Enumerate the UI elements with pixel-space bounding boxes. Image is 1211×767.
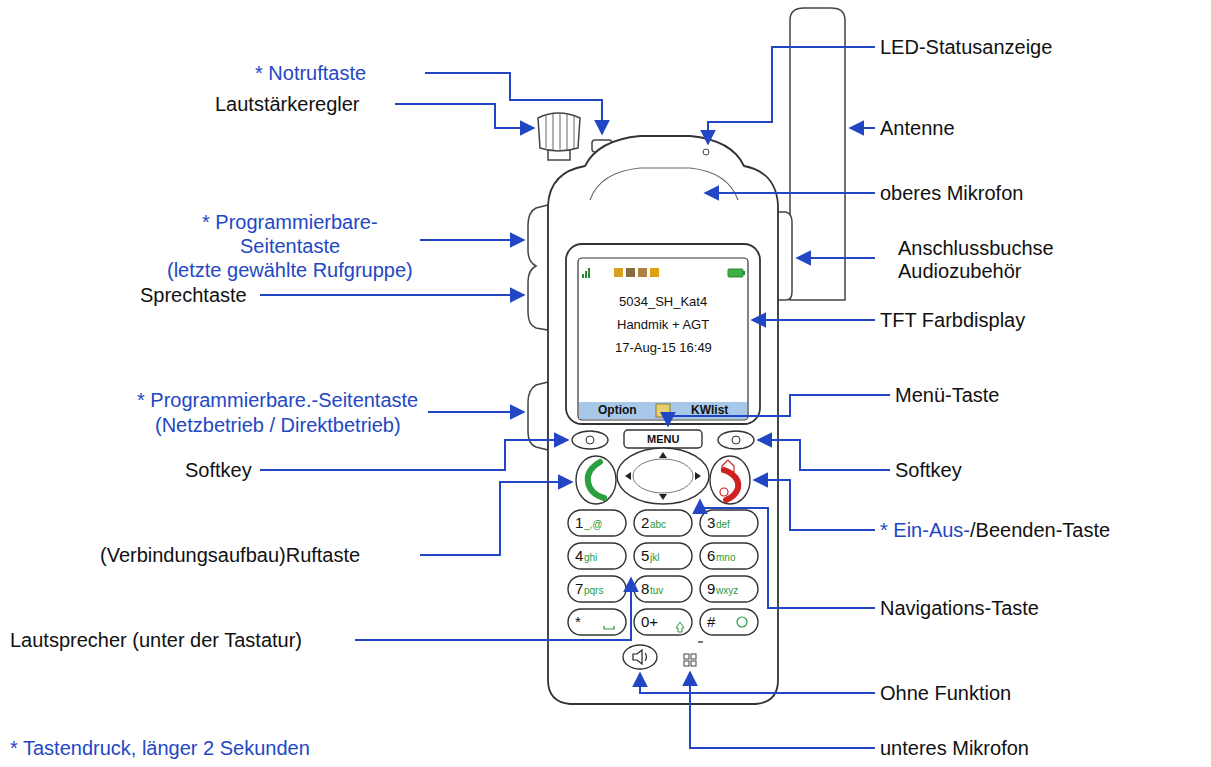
softkey-left bbox=[572, 431, 608, 449]
keypad-key bbox=[568, 543, 626, 569]
home-symbol bbox=[722, 460, 734, 472]
callout-label: Softkey bbox=[895, 459, 962, 482]
softkey-right-dot bbox=[732, 436, 740, 444]
key-label: abc bbox=[650, 519, 666, 531]
top-microphone bbox=[590, 168, 738, 200]
keypad-key bbox=[700, 609, 758, 635]
callout-label: * Programmierbare- bbox=[202, 211, 378, 234]
screen-text: MENU bbox=[647, 433, 679, 446]
softkey-left-dot bbox=[586, 436, 594, 444]
radio-housing bbox=[548, 136, 778, 704]
callout-label: Audiozubehör bbox=[898, 260, 1021, 283]
speaker-key bbox=[623, 645, 657, 669]
callout-label: Navigations-Taste bbox=[880, 597, 1039, 620]
callout-label: Ohne Funktion bbox=[880, 682, 1011, 705]
key-label: 0+ bbox=[641, 613, 658, 630]
keypad-key bbox=[568, 510, 626, 536]
key-label: 2 bbox=[641, 514, 649, 531]
keypad-key bbox=[634, 510, 692, 536]
callout-label: unteres Mikrofon bbox=[880, 737, 1029, 760]
softkey-right bbox=[718, 431, 754, 449]
callout-label: * Notruftaste bbox=[255, 62, 366, 85]
keypad-key bbox=[634, 576, 692, 602]
end-key bbox=[710, 456, 750, 504]
callout-label: * Tastendruck, länger 2 Sekunden bbox=[10, 737, 310, 760]
navigation-key bbox=[617, 448, 709, 504]
callout-label: Antenne bbox=[880, 117, 955, 140]
callout-label: Anschlussbuchse bbox=[898, 237, 1054, 260]
menu-key bbox=[624, 430, 702, 448]
key-label: wxyz bbox=[716, 585, 738, 597]
key-label: def bbox=[716, 519, 730, 531]
key-label: pqrs bbox=[584, 585, 603, 597]
callout-label: (Netzbetrieb / Direktbetrieb) bbox=[155, 414, 401, 437]
status-icons bbox=[582, 268, 745, 278]
callout-label: * Ein-Aus- bbox=[880, 519, 970, 542]
call-handset bbox=[588, 462, 604, 498]
key-label: mno bbox=[716, 552, 735, 564]
hash-key-symbol bbox=[737, 617, 747, 627]
key-label: tuv bbox=[650, 585, 663, 597]
callout-label: Lautsprecher (unter der Tastatur) bbox=[10, 629, 302, 652]
volume-knob bbox=[538, 113, 580, 160]
callout-label: Seitentaste bbox=[240, 235, 340, 258]
callout-label: (Verbindungsaufbau)Ruftaste bbox=[100, 544, 360, 567]
keypad-key bbox=[700, 576, 758, 602]
keypad-key bbox=[568, 576, 626, 602]
key-label: ghi bbox=[584, 552, 597, 564]
callout-label: LED-Statusanzeige bbox=[880, 36, 1052, 59]
screen-text: KWlist bbox=[691, 404, 728, 418]
key-label: 7 bbox=[575, 580, 583, 597]
shift-symbol bbox=[676, 622, 684, 632]
callout-label: (letzte gewählte Rufgruppe) bbox=[167, 259, 413, 282]
key-label: jkl bbox=[650, 552, 659, 564]
space-symbol bbox=[604, 626, 614, 629]
callout-label: * Programmierbare.-Seitentaste bbox=[137, 389, 418, 412]
callout-label: Sprechtaste bbox=[140, 284, 247, 307]
screen-text: Handmik + AGT bbox=[617, 318, 709, 333]
keypad-key bbox=[634, 609, 692, 635]
power-symbol bbox=[720, 488, 728, 496]
navigation-arrows bbox=[625, 452, 701, 500]
callout-label: Lautstärkeregler bbox=[215, 93, 360, 116]
callout-label: TFT Farbdisplay bbox=[880, 309, 1025, 332]
callout-label: oberes Mikrofon bbox=[880, 182, 1023, 205]
screen-text: 17-Aug-15 16:49 bbox=[615, 341, 712, 356]
key-label: _,@ bbox=[584, 519, 603, 531]
key-label: 9 bbox=[707, 580, 715, 597]
tft-display bbox=[578, 258, 748, 420]
bottom-microphone bbox=[684, 654, 696, 666]
keypad-key bbox=[700, 543, 758, 569]
callout-label: Menü-Taste bbox=[895, 384, 1000, 407]
side-buttons-upper bbox=[528, 205, 548, 330]
speaker-symbol bbox=[633, 650, 647, 664]
key-label: * bbox=[575, 613, 581, 630]
antenna bbox=[790, 8, 845, 300]
callout-label: /Beenden-Taste bbox=[970, 519, 1110, 542]
key-label: 1 bbox=[575, 514, 583, 531]
key-label: 3 bbox=[707, 514, 715, 531]
key-label: 6 bbox=[707, 547, 715, 564]
key-label: 5 bbox=[641, 547, 649, 564]
screen-text: Option bbox=[598, 404, 637, 418]
key-label: 8 bbox=[641, 580, 649, 597]
keypad-key bbox=[634, 543, 692, 569]
indicator-mark bbox=[698, 641, 703, 643]
softkey-bar bbox=[579, 402, 747, 419]
keypad-key bbox=[568, 609, 626, 635]
screen-text: 5034_SH_Kat4 bbox=[619, 295, 707, 310]
key-label: 4 bbox=[575, 547, 583, 564]
callout-label: Softkey bbox=[185, 459, 252, 482]
screen-bezel bbox=[566, 244, 760, 424]
call-key bbox=[576, 456, 616, 504]
led bbox=[703, 149, 709, 155]
key-label: # bbox=[707, 613, 715, 630]
navigation-key-inner bbox=[633, 459, 693, 493]
keypad-key bbox=[700, 510, 758, 536]
